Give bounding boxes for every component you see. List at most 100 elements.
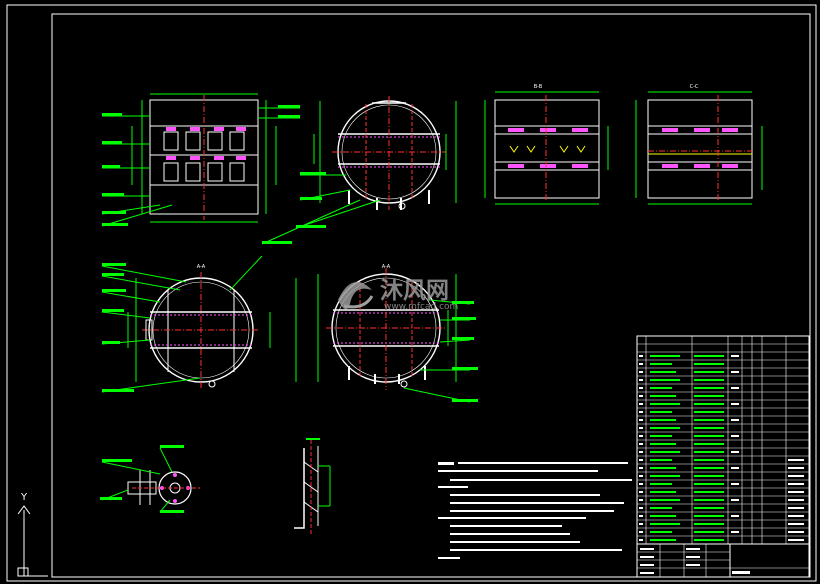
table-cell-mark — [639, 363, 643, 365]
front-view-callouts — [102, 105, 300, 226]
table-cell-mark — [650, 363, 672, 365]
table-cell-mark — [639, 499, 643, 501]
table-cell-mark — [639, 355, 643, 357]
table-cell-mark — [639, 507, 643, 509]
table-cell-mark — [694, 459, 724, 461]
table-cell-mark — [694, 475, 724, 477]
table-cell-mark — [639, 491, 643, 493]
table-cell-mark — [694, 491, 724, 493]
table-cell-mark — [650, 443, 676, 445]
table-cell-mark — [694, 427, 724, 429]
section-c-view: C-C — [635, 84, 763, 205]
table-cell-mark — [694, 363, 724, 365]
table-cell-mark — [694, 507, 724, 509]
watermark-url: www.mfcad.com — [384, 302, 458, 312]
watermark: 沐风网 www.mfcad.com — [338, 278, 458, 312]
table-cell-mark — [788, 539, 804, 541]
table-cell-mark — [694, 483, 724, 485]
table-cell-mark — [639, 515, 643, 517]
table-cell-mark — [650, 531, 672, 533]
table-cell-mark — [650, 539, 676, 541]
table-cell-mark — [694, 387, 724, 389]
table-cell-mark — [731, 403, 739, 405]
table-cell-mark — [639, 395, 643, 397]
table-cell-mark — [694, 443, 724, 445]
parts-list-table — [636, 335, 810, 545]
support-detail — [294, 438, 331, 534]
flange-detail — [100, 445, 200, 513]
table-cell-mark — [650, 475, 680, 477]
table-cell-mark — [639, 443, 643, 445]
table-cell-mark — [788, 467, 804, 469]
table-cell-mark — [731, 419, 739, 421]
ucs-y-label: Y — [20, 492, 28, 503]
title-block — [636, 543, 810, 578]
view-label-a-left: A-A — [197, 264, 206, 270]
table-cell-mark — [694, 435, 724, 437]
front-view-cells — [163, 131, 245, 182]
table-cell-mark — [650, 515, 676, 517]
table-cell-mark — [650, 451, 680, 453]
table-cell-mark — [731, 387, 739, 389]
table-cell-mark — [650, 491, 676, 493]
table-cell-mark — [639, 379, 643, 381]
table-cell-mark — [639, 475, 643, 477]
table-cell-mark — [639, 523, 643, 525]
table-cell-mark — [650, 387, 672, 389]
table-cell-mark — [650, 355, 680, 357]
section-b-view: B-B — [484, 84, 609, 205]
table-cell-mark — [694, 467, 724, 469]
watermark-cn: 沐风网 — [380, 278, 449, 304]
table-cell-mark — [694, 411, 724, 413]
table-cell-mark — [694, 371, 724, 373]
table-cell-mark — [639, 419, 643, 421]
table-cell-mark — [731, 531, 739, 533]
table-cell-mark — [639, 531, 643, 533]
technical-notes — [438, 462, 632, 559]
table-cell-mark — [788, 459, 804, 461]
table-cell-mark — [639, 427, 643, 429]
table-cell-mark — [731, 499, 739, 501]
table-cell-mark — [639, 467, 643, 469]
section-a-circle-left: A-A — [101, 255, 297, 393]
table-cell-mark — [788, 507, 804, 509]
table-cell-mark — [650, 427, 680, 429]
outer-sheet-border — [6, 4, 817, 582]
table-cell-mark — [639, 459, 643, 461]
table-cell-mark — [788, 515, 804, 517]
table-cell-mark — [650, 419, 676, 421]
table-cell-mark — [788, 475, 804, 477]
table-cell-mark — [694, 451, 724, 453]
table-cell-mark — [694, 515, 724, 517]
view-label-a-right: A-A — [382, 264, 391, 270]
table-cell-mark — [639, 435, 643, 437]
table-cell-mark — [694, 395, 724, 397]
table-cell-mark — [650, 395, 676, 397]
table-cell-mark — [650, 523, 680, 525]
table-cell-mark — [694, 379, 724, 381]
table-cell-mark — [639, 451, 643, 453]
table-cell-mark — [650, 483, 672, 485]
table-cell-mark — [650, 411, 672, 413]
table-cell-mark — [731, 435, 739, 437]
table-cell-mark — [650, 467, 676, 469]
table-cell-mark — [650, 371, 676, 373]
table-cell-mark — [639, 483, 643, 485]
table-cell-mark — [788, 523, 804, 525]
table-cell-mark — [650, 435, 672, 437]
table-cell-mark — [731, 483, 739, 485]
table-cell-mark — [694, 355, 724, 357]
inner-sheet-border — [51, 13, 811, 578]
ucs-axis-icon: Y — [17, 492, 48, 577]
watermark-logo-icon — [338, 282, 374, 310]
table-cell-mark — [788, 491, 804, 493]
table-cell-mark — [788, 483, 804, 485]
table-cell-mark — [639, 539, 643, 541]
table-cell-mark — [731, 451, 739, 453]
table-cell-mark — [731, 515, 739, 517]
front-view — [101, 93, 300, 227]
table-cell-mark — [650, 403, 680, 405]
table-cell-mark — [650, 499, 680, 501]
table-cell-mark — [694, 531, 724, 533]
